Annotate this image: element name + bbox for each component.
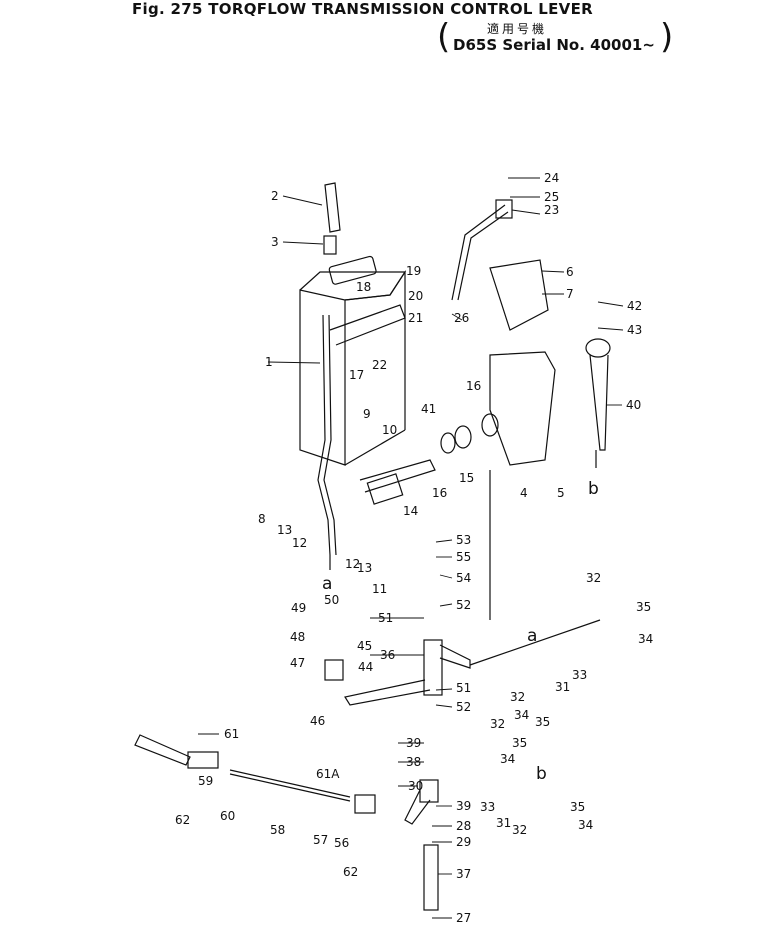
connector-b: b xyxy=(588,479,599,499)
diagram-lines xyxy=(134,182,611,911)
callout-35: 35 xyxy=(570,800,585,814)
callout-59: 59 xyxy=(198,774,213,788)
callout-27: 27 xyxy=(456,911,471,925)
close-paren: ) xyxy=(660,17,674,57)
callout-4: 4 xyxy=(520,486,528,500)
callout-42: 42 xyxy=(627,299,642,313)
connector-b: b xyxy=(536,764,547,784)
callout-52: 52 xyxy=(456,700,471,714)
callout-46: 46 xyxy=(310,714,325,728)
callout-51: 51 xyxy=(378,611,393,625)
figure-header: Fig. 275 TORQFLOW TRANSMISSION CONTROL L… xyxy=(0,0,767,60)
callout-18: 18 xyxy=(356,280,371,294)
callout-34: 34 xyxy=(500,752,515,766)
callout-17: 17 xyxy=(349,368,364,382)
callout-21: 21 xyxy=(408,311,423,325)
callout-48: 48 xyxy=(290,630,305,644)
callout-36: 36 xyxy=(380,648,395,662)
callout-26: 26 xyxy=(454,311,469,325)
callout-55: 55 xyxy=(456,550,471,564)
callout-25: 25 xyxy=(544,190,559,204)
applicable-model-label: 適用号機 xyxy=(487,22,548,36)
callout-32: 32 xyxy=(510,690,525,704)
callout-33: 33 xyxy=(480,800,495,814)
callout-62: 62 xyxy=(343,865,358,879)
callout-31: 31 xyxy=(555,680,570,694)
callout-2: 2 xyxy=(271,189,279,203)
callout-61A: 61A xyxy=(316,767,340,781)
callout-34: 34 xyxy=(578,818,593,832)
callout-39: 39 xyxy=(406,736,421,750)
callout-50: 50 xyxy=(324,593,339,607)
callout-57: 57 xyxy=(313,833,328,847)
callout-23: 23 xyxy=(544,203,559,217)
callout-3: 3 xyxy=(271,235,279,249)
callout-40: 40 xyxy=(626,398,641,412)
callout-37: 37 xyxy=(456,867,471,881)
callout-9: 9 xyxy=(363,407,371,421)
callout-30: 30 xyxy=(408,779,423,793)
connector-a: a xyxy=(322,574,332,594)
callout-20: 20 xyxy=(408,289,423,303)
callout-58: 58 xyxy=(270,823,285,837)
callout-32: 32 xyxy=(490,717,505,731)
callout-15: 15 xyxy=(459,471,474,485)
callout-1: 1 xyxy=(265,355,273,369)
callout-13: 13 xyxy=(277,523,292,537)
callout-53: 53 xyxy=(456,533,471,547)
callout-35: 35 xyxy=(512,736,527,750)
figure-title: Fig. 275 TORQFLOW TRANSMISSION CONTROL L… xyxy=(132,0,593,18)
callout-16: 16 xyxy=(432,486,447,500)
callout-41: 41 xyxy=(421,402,436,416)
connector-a: a xyxy=(527,626,537,646)
callout-32: 32 xyxy=(512,823,527,837)
callout-39: 39 xyxy=(456,799,471,813)
callout-33: 33 xyxy=(572,668,587,682)
callout-61: 61 xyxy=(224,727,239,741)
callout-28: 28 xyxy=(456,819,471,833)
callout-6: 6 xyxy=(566,265,574,279)
callout-22: 22 xyxy=(372,358,387,372)
callout-5: 5 xyxy=(557,486,565,500)
callout-51: 51 xyxy=(456,681,471,695)
callout-10: 10 xyxy=(382,423,397,437)
callout-11: 11 xyxy=(372,582,387,596)
callout-44: 44 xyxy=(358,660,373,674)
callout-54: 54 xyxy=(456,571,471,585)
callout-45: 45 xyxy=(357,639,372,653)
callout-29: 29 xyxy=(456,835,471,849)
callout-38: 38 xyxy=(406,755,421,769)
callout-32: 32 xyxy=(586,571,601,585)
callout-35: 35 xyxy=(636,600,651,614)
callout-12: 12 xyxy=(345,557,360,571)
callout-62: 62 xyxy=(175,813,190,827)
callout-13: 13 xyxy=(357,561,372,575)
callout-7: 7 xyxy=(566,287,574,301)
callout-60: 60 xyxy=(220,809,235,823)
callout-8: 8 xyxy=(258,512,266,526)
callout-12: 12 xyxy=(292,536,307,550)
callout-49: 49 xyxy=(291,601,306,615)
callout-31: 31 xyxy=(496,816,511,830)
callout-52: 52 xyxy=(456,598,471,612)
callout-43: 43 xyxy=(627,323,642,337)
callout-56: 56 xyxy=(334,836,349,850)
callout-14: 14 xyxy=(403,504,418,518)
callout-47: 47 xyxy=(290,656,305,670)
callout-16: 16 xyxy=(466,379,481,393)
serial-number-label: D65S Serial No. 40001~ xyxy=(453,36,655,54)
callout-34: 34 xyxy=(638,632,653,646)
callout-34: 34 xyxy=(514,708,529,722)
callout-35: 35 xyxy=(535,715,550,729)
leader-lines xyxy=(198,177,624,919)
callout-24: 24 xyxy=(544,171,559,185)
open-paren: ( xyxy=(437,17,451,57)
callout-19: 19 xyxy=(406,264,421,278)
